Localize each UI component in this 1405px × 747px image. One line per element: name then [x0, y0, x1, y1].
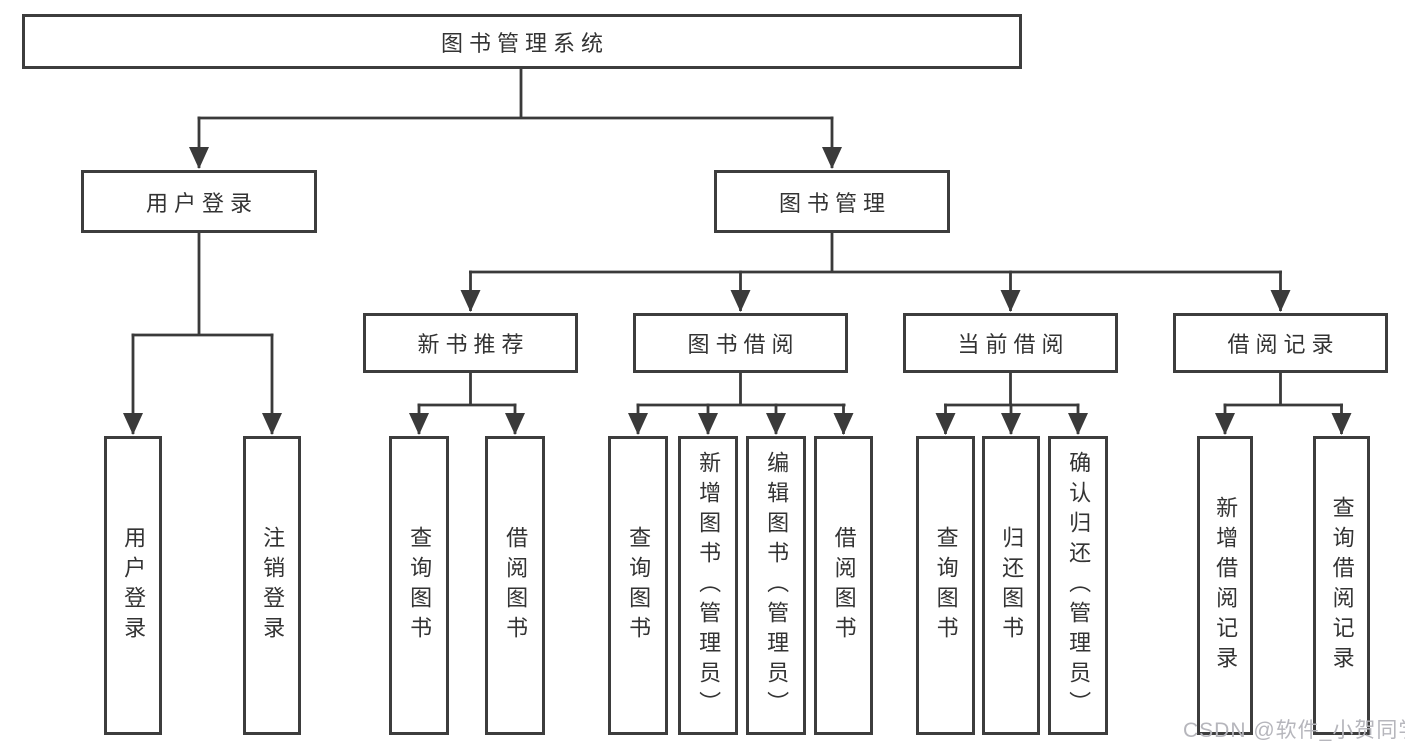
leaf-recommend-borrow-books: 借阅图书 — [485, 436, 545, 735]
leaf-records-add-borrow-record: 新增借阅记录 — [1197, 436, 1253, 735]
node-label: 借阅图书 — [831, 525, 857, 646]
leaf-borrow-edit-books-admin: 编辑图书（管理员） — [746, 436, 806, 735]
node-label: 图书管理系统 — [440, 30, 609, 56]
node-label: 新书推荐 — [417, 332, 530, 357]
node-label: 查询借阅记录 — [1329, 495, 1355, 676]
watermark: CSDN @软件_小贺同学 — [1183, 719, 1405, 742]
node-label: 图书借阅 — [687, 332, 800, 357]
leaf-user-login: 用户登录 — [104, 436, 162, 735]
node-current-borrow: 当前借阅 — [903, 313, 1118, 373]
leaf-borrow-add-books-admin: 新增图书（管理员） — [678, 436, 738, 735]
node-label: 用户登录 — [145, 190, 258, 216]
node-label: 当前借阅 — [957, 332, 1070, 357]
node-label: 归还图书 — [999, 525, 1025, 646]
node-label: 确认归还（管理员） — [1066, 450, 1092, 721]
node-book-borrow: 图书借阅 — [633, 313, 848, 373]
leaf-logout: 注销登录 — [243, 436, 301, 735]
leaf-current-return-books: 归还图书 — [982, 436, 1040, 735]
leaf-current-confirm-return-admin: 确认归还（管理员） — [1048, 436, 1108, 735]
node-label: 编辑图书（管理员） — [764, 450, 790, 721]
node-label: 图书管理 — [778, 190, 891, 216]
node-label: 查询图书 — [626, 525, 652, 646]
node-user-login: 用户登录 — [81, 170, 317, 233]
leaf-current-query-books: 查询图书 — [916, 436, 975, 735]
node-new-book-recommend: 新书推荐 — [363, 313, 578, 373]
node-book-management: 图书管理 — [714, 170, 950, 233]
node-label: 查询图书 — [407, 525, 433, 646]
leaf-borrow-borrow-books: 借阅图书 — [814, 436, 873, 735]
node-label: 查询图书 — [933, 525, 959, 646]
leaf-records-query-borrow-record: 查询借阅记录 — [1313, 436, 1370, 735]
node-root-library-system: 图书管理系统 — [22, 14, 1022, 69]
node-label: 用户登录 — [121, 525, 147, 646]
node-label: 新增借阅记录 — [1213, 495, 1239, 676]
node-label: 新增图书（管理员） — [696, 450, 722, 721]
node-label: 借阅记录 — [1227, 332, 1340, 357]
leaf-borrow-query-books: 查询图书 — [608, 436, 668, 735]
node-label: 注销登录 — [260, 525, 286, 646]
node-borrow-records: 借阅记录 — [1173, 313, 1388, 373]
leaf-recommend-query-books: 查询图书 — [389, 436, 449, 735]
node-label: 借阅图书 — [503, 525, 529, 646]
